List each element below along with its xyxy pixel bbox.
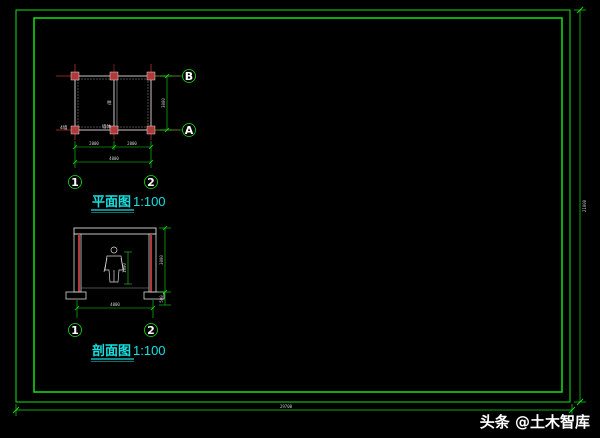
plan-height-dim-label: 3000 — [161, 98, 166, 108]
plan-axis-bubble-2[interactable] — [144, 175, 158, 189]
sheet-height-dimension: 21000 — [574, 6, 587, 406]
plan-view[interactable]: 柱 4墙 墙体 3000 B A 2000 2000 — [56, 64, 196, 213]
plan-dim-total: 4000 — [109, 156, 119, 161]
section-base-dim-label: 500 — [159, 295, 164, 303]
plan-column — [70, 125, 80, 135]
sheet-height-label: 21000 — [582, 199, 587, 212]
plan-column — [146, 125, 156, 135]
section-scale: 1:100 — [133, 343, 166, 358]
section-axis-bubble-2[interactable] — [144, 323, 158, 337]
section-axis-1-label: 1 — [71, 324, 79, 337]
plan-height-dimension: 3000 — [160, 73, 172, 133]
plan-column — [109, 125, 119, 135]
plan-wall-inner — [77, 78, 149, 128]
plan-bottom-dimensions: 2000 2000 4000 — [72, 141, 154, 168]
section-title: 剖面图 — [92, 343, 131, 359]
plan-wall-outline — [74, 75, 152, 131]
outer-sheet-border — [15, 9, 571, 403]
watermark: 头条 @土木智库 — [479, 413, 590, 431]
section-bottom-dimension: 4000 — [74, 300, 156, 318]
section-figure-dimension: 1800 — [122, 251, 132, 285]
axis-a-label: A — [185, 124, 194, 137]
section-dim-total: 4000 — [110, 302, 120, 307]
plan-column — [109, 71, 119, 81]
section-axis-bubble-1[interactable] — [68, 323, 82, 337]
sheet-width-label: 29700 — [280, 404, 293, 409]
section-footing-left — [65, 291, 87, 300]
plan-column — [146, 71, 156, 81]
plan-inner-label: 柱 — [107, 99, 112, 106]
plan-bottom-label: 墙体 — [102, 123, 111, 130]
plan-axis-bubble-1[interactable] — [68, 175, 82, 189]
section-height-dimension: 3000 500 — [159, 225, 171, 306]
axis-b-label: B — [185, 70, 193, 83]
inner-title-frame — [33, 17, 563, 393]
axis-bubble-b[interactable] — [182, 69, 196, 83]
plan-column — [70, 71, 80, 81]
sheet-width-dimension: 29700 — [12, 404, 576, 416]
plan-dim-left: 2000 — [89, 141, 99, 146]
section-roof-slab — [73, 227, 157, 235]
section-figure-dim-label: 1800 — [122, 263, 127, 273]
section-axis-2-label: 2 — [147, 324, 155, 337]
plan-dim-right: 2000 — [127, 141, 137, 146]
human-figure-icon — [103, 246, 125, 283]
plan-left-label: 4墙 — [60, 124, 68, 131]
section-footing-right — [143, 291, 165, 300]
section-height-dim-label: 3000 — [159, 255, 164, 265]
section-view[interactable]: 1800 3000 500 4000 1 2 剖面图 — [65, 225, 171, 362]
axis-bubble-a[interactable] — [182, 123, 196, 137]
plan-title: 平面图 — [92, 195, 131, 210]
plan-axis-2-label: 2 — [147, 176, 155, 189]
plan-axis-1-label: 1 — [71, 176, 79, 189]
plan-scale: 1:100 — [133, 194, 166, 209]
